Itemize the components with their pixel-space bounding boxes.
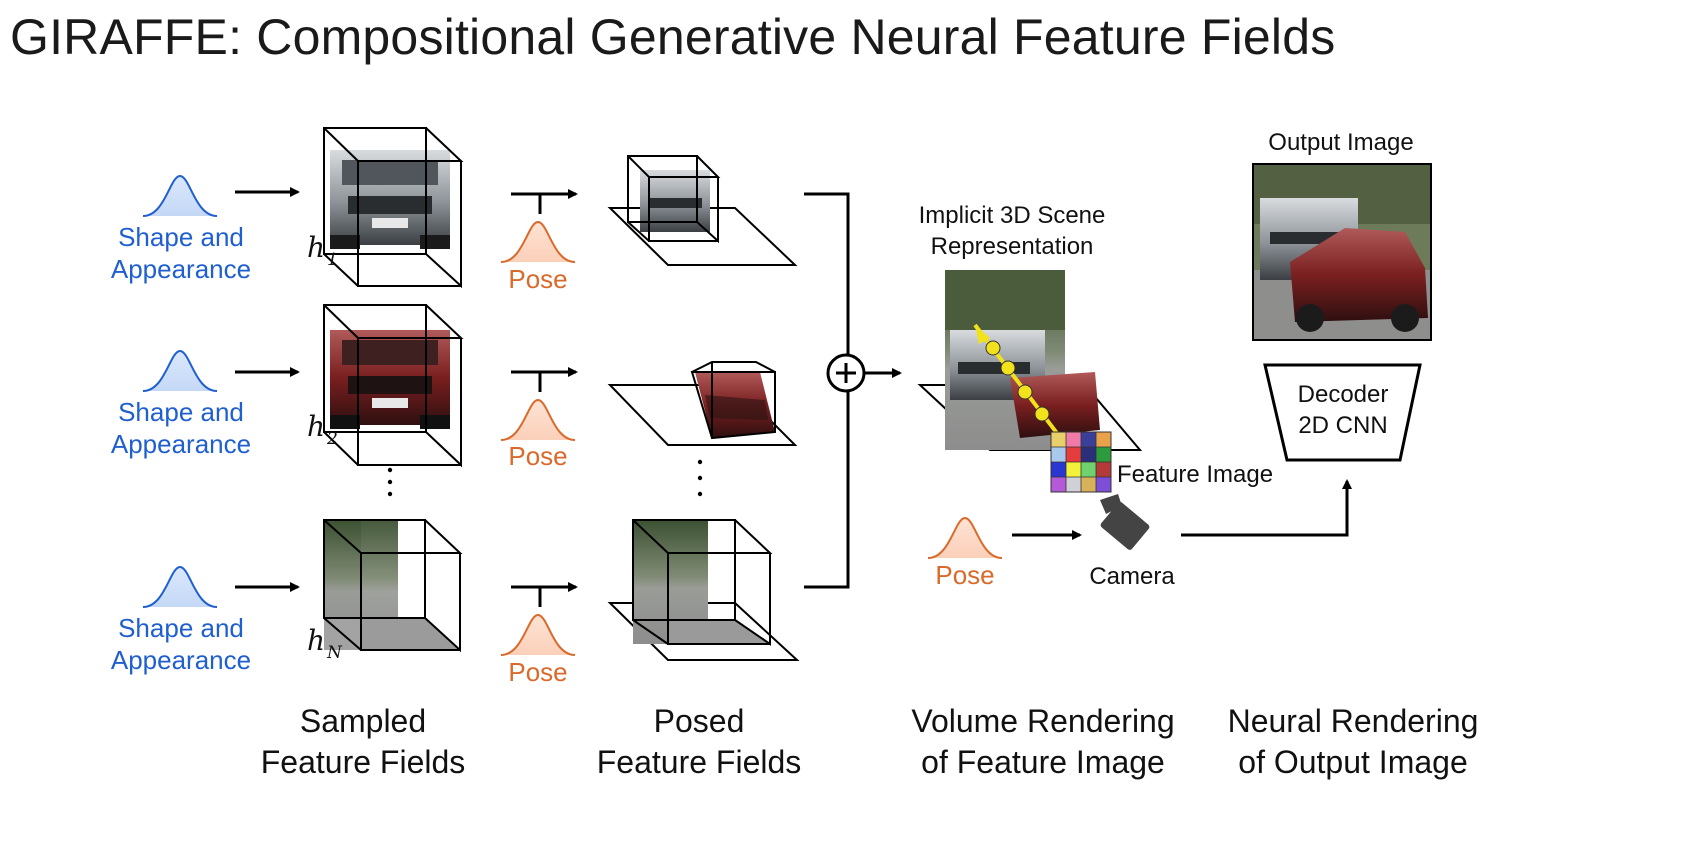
shape-appearance-label: Appearance bbox=[111, 429, 251, 459]
arrow-icon bbox=[1181, 479, 1352, 537]
output-image bbox=[1252, 163, 1432, 341]
posed-field-2 bbox=[607, 361, 798, 446]
scene-label: Implicit 3D Scene bbox=[919, 202, 1106, 229]
stage-caption: of Feature Image bbox=[921, 744, 1165, 780]
cube-icon bbox=[323, 519, 463, 653]
pose-row-n: Pose bbox=[500, 582, 578, 687]
shape-appearance-label: Shape and bbox=[118, 222, 244, 252]
posed-field-n bbox=[607, 519, 800, 661]
pose-row-1: Pose bbox=[500, 189, 578, 294]
car-image-grey bbox=[330, 150, 450, 249]
cube-icon bbox=[690, 361, 776, 440]
cube-icon bbox=[632, 519, 773, 646]
pose-row-2: Pose bbox=[500, 367, 578, 471]
gaussian-icon bbox=[143, 176, 217, 216]
shape-appearance-label: Appearance bbox=[111, 645, 251, 675]
page-title: GIRAFFE: Compositional Generative Neural… bbox=[10, 9, 1336, 65]
feature-grid-icon bbox=[1050, 431, 1112, 493]
feature-image-label: Feature Image bbox=[1117, 461, 1273, 488]
gaussian-icon bbox=[143, 567, 217, 607]
car-image-red bbox=[330, 330, 450, 429]
field-label-sub: N bbox=[326, 643, 343, 663]
shape-appearance-label: Shape and bbox=[118, 397, 244, 427]
cube-icon bbox=[627, 155, 721, 244]
gaussian-icon bbox=[501, 222, 575, 262]
stage-caption: Feature Fields bbox=[261, 744, 466, 780]
stage-caption: Sampled bbox=[300, 703, 426, 739]
pose-label: Pose bbox=[508, 264, 567, 294]
ellipsis-dots bbox=[697, 459, 703, 497]
camera-pose: Pose bbox=[927, 516, 1082, 590]
gaussian-icon bbox=[928, 518, 1002, 558]
cube-icon bbox=[323, 127, 464, 289]
field-label-h2: h bbox=[307, 410, 325, 443]
latent-row-2: Shape and Appearance bbox=[111, 349, 300, 459]
stage-caption: Feature Fields bbox=[597, 744, 802, 780]
stage-caption: Posed bbox=[654, 703, 745, 739]
decoder-label: Decoder bbox=[1298, 381, 1389, 408]
scene-label: Representation bbox=[931, 233, 1094, 260]
camera-label: Camera bbox=[1089, 563, 1175, 590]
field-label-sub: 2 bbox=[326, 429, 338, 449]
pose-label: Pose bbox=[935, 560, 994, 590]
camera-icon bbox=[1100, 494, 1150, 550]
latent-row-1: Shape and Appearance bbox=[111, 174, 300, 284]
gaussian-icon bbox=[143, 351, 217, 391]
gaussian-icon bbox=[501, 615, 575, 655]
decoder-block: Decoder 2D CNN bbox=[1263, 363, 1422, 462]
ellipsis-dots bbox=[387, 467, 393, 497]
field-label-hN: h bbox=[307, 624, 325, 657]
composition-bracket bbox=[804, 192, 902, 589]
latent-row-n: Shape and Appearance bbox=[111, 565, 300, 675]
decoder-label: 2D CNN bbox=[1298, 412, 1387, 439]
field-label-h1: h bbox=[307, 231, 325, 264]
pose-label: Pose bbox=[508, 441, 567, 471]
stage-caption: Volume Rendering bbox=[911, 703, 1174, 739]
gaussian-icon bbox=[501, 400, 575, 440]
shape-appearance-label: Shape and bbox=[118, 613, 244, 643]
field-label-sub: 1 bbox=[327, 250, 338, 270]
output-image-label: Output Image bbox=[1268, 129, 1413, 156]
posed-field-1 bbox=[607, 155, 798, 266]
cube-icon bbox=[323, 304, 464, 468]
pose-label: Pose bbox=[508, 657, 567, 687]
shape-appearance-label: Appearance bbox=[111, 254, 251, 284]
stage-caption: Neural Rendering bbox=[1228, 703, 1479, 739]
stage-caption: of Output Image bbox=[1238, 744, 1467, 780]
